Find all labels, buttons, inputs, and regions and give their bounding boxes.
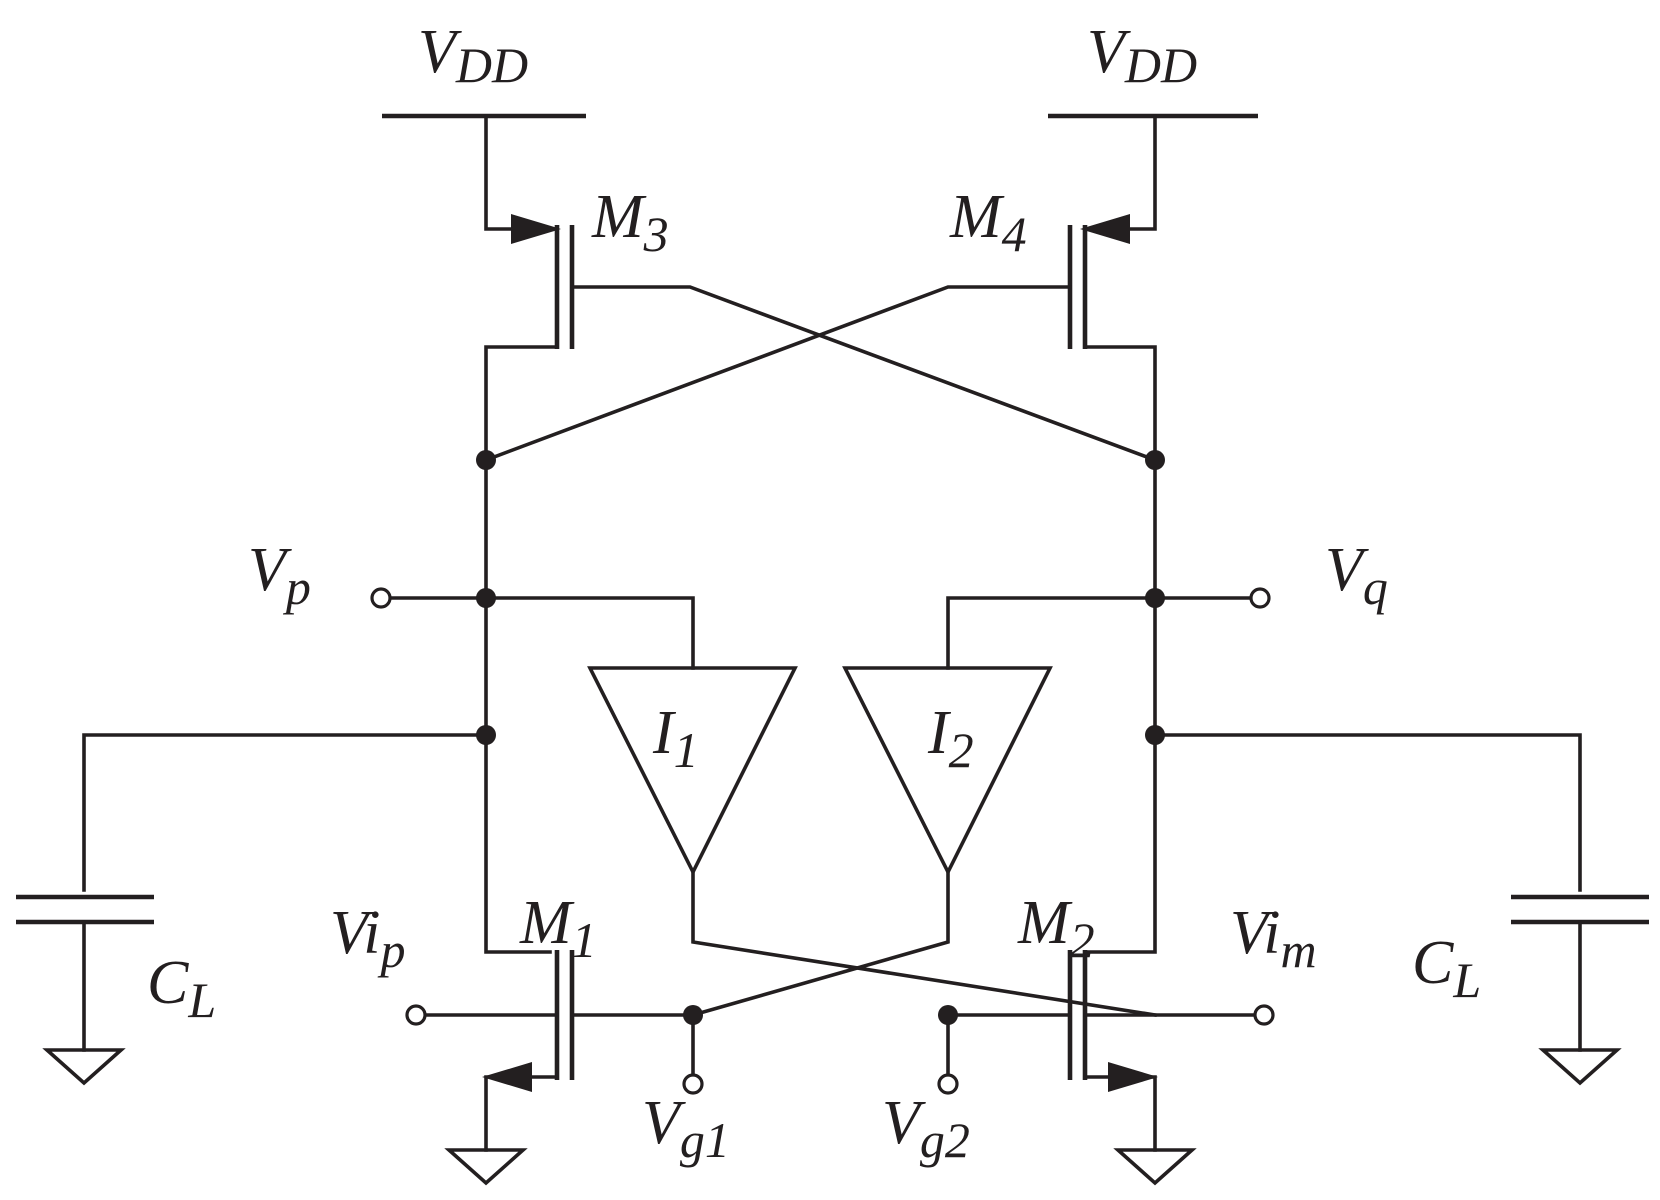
label-vp: Vp [248,536,311,615]
transistor-m2 [946,950,1257,1152]
load-capacitor-left [16,733,488,1052]
transistor-m4 [1067,114,1157,460]
label-vim: Vim [1230,899,1317,978]
ground-icon [444,1148,528,1186]
label-vdd-right: VDD [1087,18,1197,93]
label-m3: M3 [591,183,669,262]
current-source-i2 [690,596,1157,1018]
label-cl-left: CL [147,949,216,1028]
ground-icon [42,1048,126,1086]
vg1-terminal [682,1013,704,1095]
current-source-i1 [484,596,1158,1018]
label-i1: I1 [652,699,699,778]
output-rail-right [1086,458,1157,954]
vip-terminal [405,1004,427,1026]
label-i2: I2 [927,699,974,778]
vg2-terminal [937,1013,959,1095]
output-rail-left [484,458,552,954]
label-vip: Vip [330,899,406,978]
label-vg1: Vg1 [642,1089,730,1168]
vim-terminal [1253,1004,1275,1026]
load-capacitor-right [1153,733,1649,1052]
label-cl-right: CL [1412,929,1481,1008]
vq-terminal [1153,587,1271,609]
junction-dots [476,450,1165,1025]
label-m2: M2 [1017,889,1095,968]
label-vdd-left: VDD [418,18,528,93]
label-m4: M4 [949,183,1027,262]
ground-icon [1538,1048,1622,1086]
ground-icon [1113,1148,1197,1186]
label-vq: Vq [1325,536,1388,615]
label-m1: M1 [519,889,597,968]
vp-terminal [370,587,488,609]
label-vg2: Vg2 [882,1089,970,1168]
transistor-m1 [423,950,695,1152]
transistor-m3 [484,114,575,460]
cross-coupled-gate-wires [483,285,1158,463]
